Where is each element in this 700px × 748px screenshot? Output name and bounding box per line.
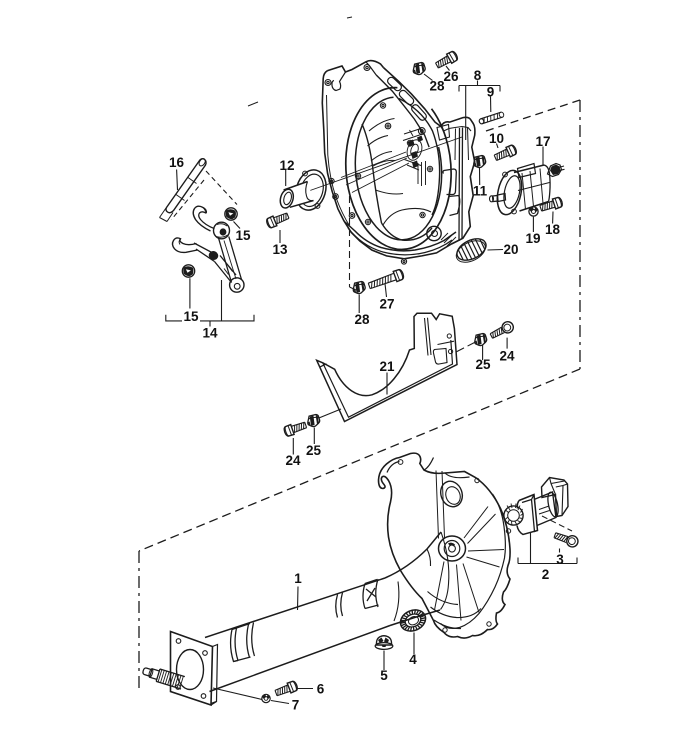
svg-text:7: 7	[292, 698, 300, 713]
svg-text:28: 28	[354, 312, 370, 327]
svg-text:21: 21	[379, 359, 395, 374]
svg-text:14: 14	[202, 326, 218, 341]
svg-text:10: 10	[489, 131, 504, 146]
svg-text:4: 4	[409, 652, 417, 667]
svg-text:13: 13	[272, 242, 288, 257]
svg-text:9: 9	[487, 85, 495, 100]
svg-text:24: 24	[285, 453, 301, 468]
svg-text:17: 17	[535, 134, 550, 149]
svg-text:1: 1	[294, 571, 302, 586]
svg-text:3: 3	[556, 552, 564, 567]
svg-text:8: 8	[474, 68, 482, 83]
svg-text:26: 26	[443, 69, 459, 84]
svg-text:25: 25	[306, 443, 322, 458]
svg-text:25: 25	[475, 357, 491, 372]
svg-text:28: 28	[429, 79, 445, 94]
svg-text:18: 18	[545, 222, 561, 237]
svg-text:12: 12	[279, 158, 294, 173]
svg-text:15: 15	[183, 309, 199, 324]
svg-text:6: 6	[317, 682, 325, 697]
svg-text:19: 19	[525, 231, 540, 246]
svg-text:16: 16	[169, 155, 185, 170]
svg-text:11: 11	[473, 184, 488, 199]
svg-text:5: 5	[380, 668, 388, 683]
svg-text:27: 27	[379, 297, 394, 312]
svg-text:15: 15	[235, 228, 251, 243]
svg-text:20: 20	[503, 242, 518, 257]
svg-text:24: 24	[499, 349, 515, 364]
svg-text:2: 2	[542, 567, 550, 582]
